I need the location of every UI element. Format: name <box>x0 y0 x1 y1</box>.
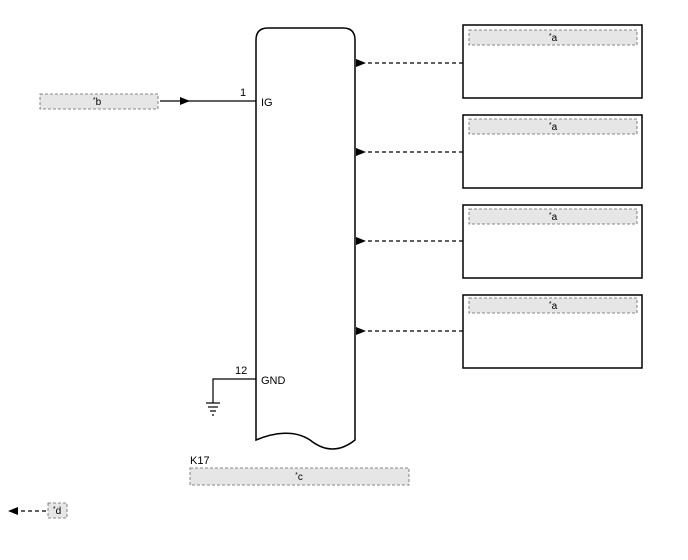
gnd-wire <box>212 378 256 403</box>
ig-arrow-icon <box>180 97 190 105</box>
svg-text:*b: *b <box>93 97 102 108</box>
callout-a-label: a <box>552 301 558 312</box>
pin-ig-number: 1 <box>240 87 246 99</box>
sensor-box-3: *a <box>356 204 643 279</box>
ecu-body <box>255 27 356 450</box>
pin-ig: 1 IG <box>160 87 273 109</box>
connector-code: K17 <box>190 455 210 467</box>
callout-c: *c <box>189 467 410 486</box>
callout-d-label: d <box>56 506 62 517</box>
callout-d <box>47 502 68 519</box>
callout-a-label: a <box>552 122 558 133</box>
svg-text:*a: *a <box>549 122 558 133</box>
sensor-box-2: *a <box>356 114 643 189</box>
sensor-box-4: *a <box>356 294 643 369</box>
callout-b-label: b <box>96 97 102 108</box>
pin-gnd-number: 12 <box>235 365 247 377</box>
callout-c-label: c <box>298 472 303 483</box>
sensor-box-1: *a <box>356 24 643 99</box>
pin-ig-name: IG <box>261 97 273 109</box>
ground-icon <box>206 402 220 416</box>
svg-text:*a: *a <box>549 33 558 44</box>
svg-text:*c: *c <box>295 472 303 483</box>
legend-arrow-icon <box>8 507 18 515</box>
svg-text:*d: *d <box>53 506 61 517</box>
callout-a-label: a <box>552 212 558 223</box>
legend: *d <box>8 502 68 519</box>
pin-gnd: 12 GND <box>206 365 286 416</box>
callout-b: *b <box>39 93 159 110</box>
svg-text:*a: *a <box>549 301 558 312</box>
pin-gnd-name: GND <box>261 375 286 387</box>
svg-text:*a: *a <box>549 212 558 223</box>
callout-a-label: a <box>552 33 558 44</box>
